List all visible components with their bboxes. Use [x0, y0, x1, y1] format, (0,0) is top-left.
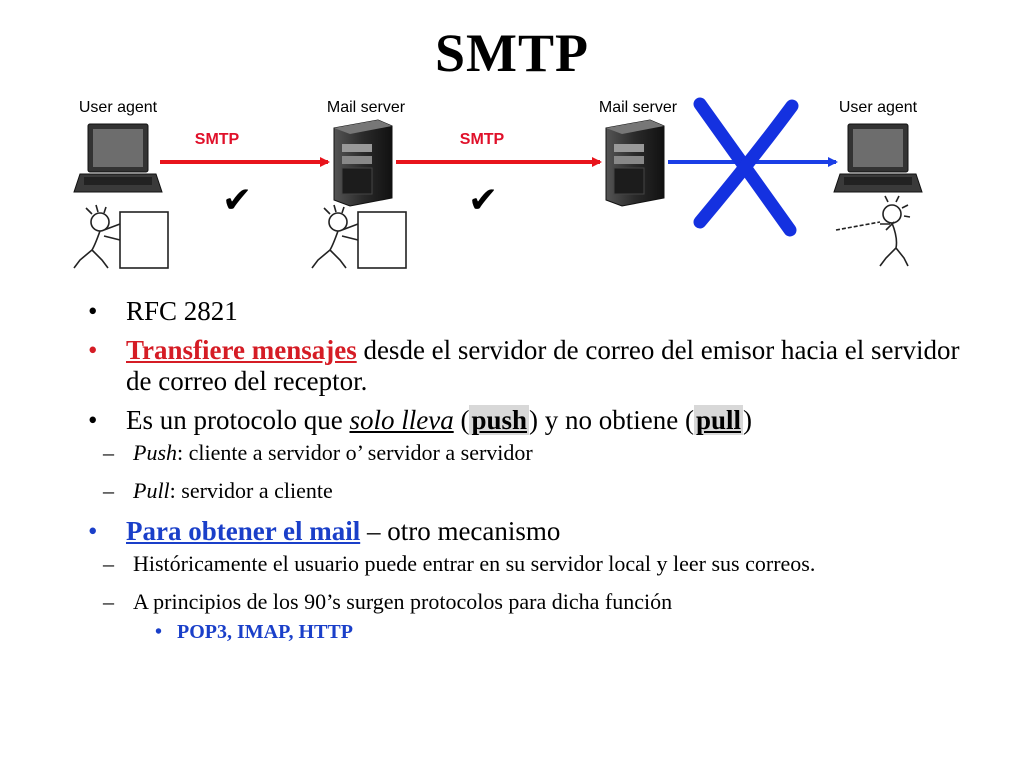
keyword-pull: pull	[693, 405, 744, 435]
bullet-protocol: Es un protocolo que solo lleva (push) y …	[88, 405, 988, 504]
mail-flow-diagram: User agent Mail server Mail server User …	[73, 97, 923, 269]
bullet-text: Es un protocolo que	[126, 405, 350, 435]
smtp-label-2: SMTP	[460, 131, 505, 148]
emphasis-solo-lleva: solo lleva	[349, 405, 454, 435]
label-mail-server-2: Mail server	[599, 99, 678, 116]
sub-bullet-text: A principios de los 90’s surgen protocol…	[133, 589, 673, 614]
term-push: Push	[133, 440, 177, 465]
laptop-icon	[833, 123, 923, 193]
bullet-rfc: RFC 2821	[88, 296, 988, 327]
bullet-obtain-mail: Para obtener el mail – otro mecanismo Hi…	[88, 516, 988, 645]
sub-bullet-text: : servidor a cliente	[169, 478, 333, 503]
keyword-push: push	[469, 405, 530, 435]
term-pull: Pull	[133, 478, 170, 503]
sub-sub-bullet-protocols: POP3, IMAP, HTTP	[129, 619, 946, 645]
label-mail-server-1: Mail server	[327, 99, 406, 116]
bullet-text: )	[743, 405, 753, 435]
highlight-transfer: Transfiere mensajes	[126, 335, 357, 365]
check-icon: ✔	[222, 180, 252, 221]
sub-sub-bullet-list: POP3, IMAP, HTTP	[133, 619, 950, 645]
sub-bullet-text: Históricamente el usuario puede entrar e…	[133, 551, 816, 576]
sub-bullet-push: Push: cliente a servidor o’ servidor a s…	[88, 440, 950, 466]
sub-bullet-list: Históricamente el usuario puede entrar e…	[103, 551, 988, 645]
pushing-figure-icon	[73, 204, 169, 269]
bullet-text: (	[453, 405, 470, 435]
sub-bullet-nineties: A principios de los 90’s surgen protocol…	[88, 589, 950, 645]
pulling-figure-icon	[835, 195, 911, 267]
bullet-transfer: Transfiere mensajes desde el servidor de…	[88, 335, 988, 397]
bullet-text: – otro mecanismo	[360, 516, 561, 546]
cross-icon	[693, 97, 799, 237]
bullet-text: RFC 2821	[126, 296, 238, 326]
sub-bullet-historic: Históricamente el usuario puede entrar e…	[88, 551, 950, 577]
label-user-agent-left: User agent	[79, 99, 158, 116]
sub-bullet-list: Push: cliente a servidor o’ servidor a s…	[103, 440, 988, 504]
protocol-list-text: POP3, IMAP, HTTP	[177, 621, 353, 643]
highlight-obtain-mail: Para obtener el mail	[126, 516, 361, 546]
sub-bullet-text: : cliente a servidor o’ servidor a servi…	[177, 440, 533, 465]
bullet-text: ) y no obtiene (	[529, 405, 694, 435]
server-icon	[605, 119, 665, 207]
laptop-icon	[73, 123, 163, 193]
bullet-list: RFC 2821 Transfiere mensajes desde el se…	[88, 296, 988, 657]
label-user-agent-right: User agent	[839, 99, 918, 116]
pushing-figure-icon	[311, 204, 407, 269]
server-icon	[333, 119, 393, 207]
sub-bullet-pull: Pull: servidor a cliente	[88, 478, 950, 504]
smtp-label-1: SMTP	[195, 131, 240, 148]
slide-title: SMTP	[434, 23, 589, 83]
check-icon: ✔	[468, 180, 498, 221]
bullet-text: desde el servidor de correo del emisor h…	[126, 335, 960, 396]
